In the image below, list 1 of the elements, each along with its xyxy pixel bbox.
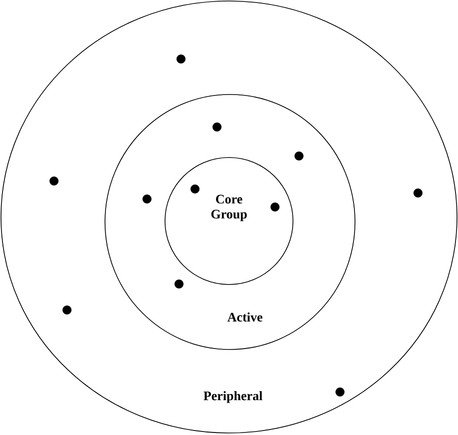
- ring: Core Group: [164, 157, 294, 285]
